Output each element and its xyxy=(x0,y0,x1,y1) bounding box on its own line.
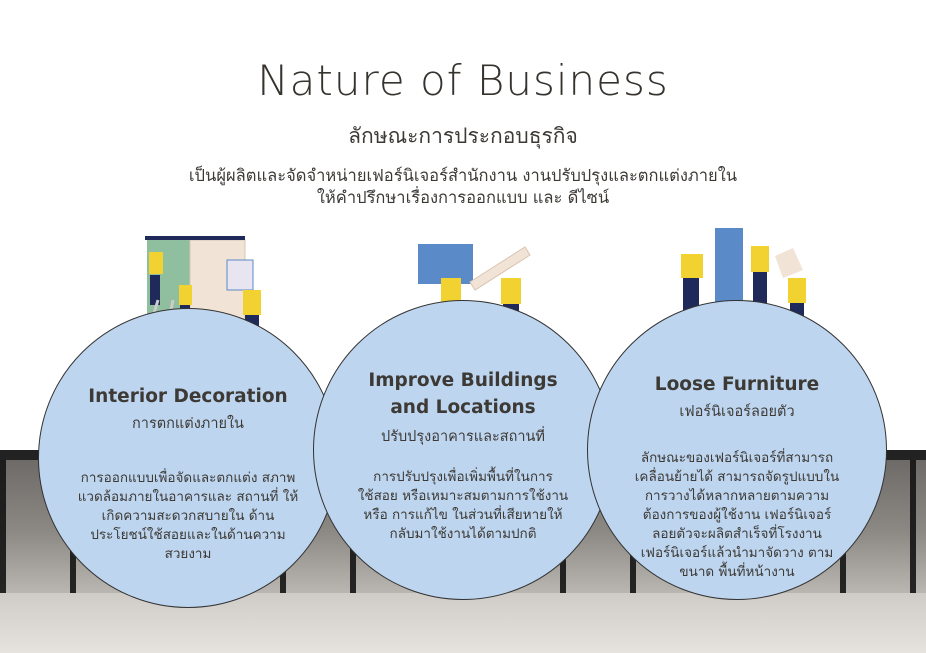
description-line: ให้คำปรึกษาเรื่องการออกแบบ และ ดีไซน์ xyxy=(316,188,610,207)
page-description: เป็นผู้ผลิตและจัดจำหน่ายเฟอร์นิเจอร์สำนั… xyxy=(0,165,926,209)
card-subtitle: การตกแต่งภายใน xyxy=(132,416,244,432)
page-title: Nature of Business xyxy=(257,56,669,105)
card-body: การปรับปรุงเพื่อเพิ่มพื้นที่ในการ ใช้สอย… xyxy=(357,469,569,542)
page-subtitle: ลักษณะการประกอบธุรกิจ xyxy=(348,124,578,148)
card-subtitle: เฟอร์นิเจอร์ลอยตัว xyxy=(679,404,795,420)
description-line: เป็นผู้ผลิตและจัดจำหน่ายเฟอร์นิเจอร์สำนั… xyxy=(188,166,738,185)
card-title: Interior Decoration xyxy=(88,386,288,407)
card-title: Improve Buildings and Locations xyxy=(368,370,558,418)
card-body: ลักษณะของเฟอร์นิเจอร์ที่สามารถ เคลื่อนย้… xyxy=(634,450,840,580)
card-title: Loose Furniture xyxy=(654,374,820,395)
card-subtitle: ปรับปรุงอาคารและสถานที่ xyxy=(380,429,545,445)
card-improve-buildings: Improve Buildings and Locations ปรับปรุง… xyxy=(313,300,613,600)
card-interior-decoration: Interior Decoration การตกแต่งภายใน การออ… xyxy=(38,308,338,608)
card-body: การออกแบบเพื่อจัดและตกแต่ง สภาพแวดล้อมภา… xyxy=(77,470,299,562)
card-loose-furniture: Loose Furniture เฟอร์นิเจอร์ลอยตัว ลักษณ… xyxy=(587,300,887,600)
